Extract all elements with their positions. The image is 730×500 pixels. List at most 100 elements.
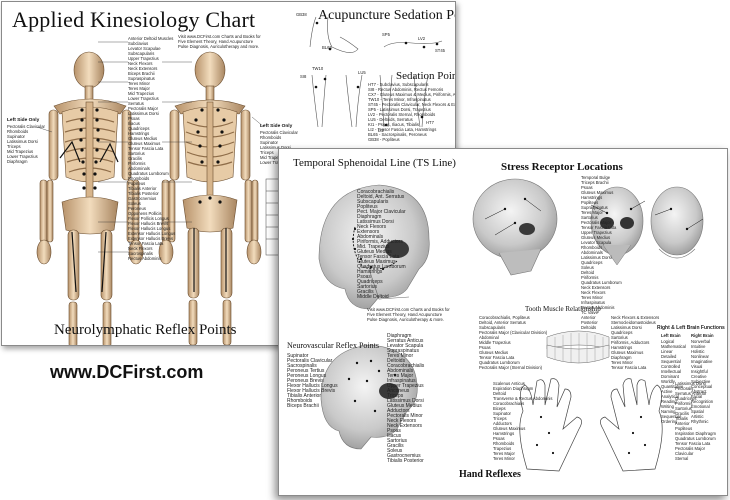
left-muscle-item: Triceps	[7, 144, 21, 149]
left-brain-item: Sequential	[661, 359, 681, 364]
hand-label-item: Popliteus	[675, 426, 693, 431]
right-brain-item: Conceptual	[691, 384, 713, 389]
center-muscle-item: Supraspinatus	[128, 76, 155, 81]
hand-label-item: Gluteus Maximus	[493, 426, 526, 431]
tooth-label-item: Diaphragm	[611, 355, 632, 360]
ts-label-item: Quadratus Lumborum	[357, 264, 406, 270]
feet-and-legs-outline	[309, 16, 443, 128]
stress-label-item: Gluteus Medius	[581, 235, 611, 240]
nv-label-item: Peroneus Longus	[287, 373, 327, 379]
center-muscle-item: Opponens Pollicis	[128, 211, 162, 216]
hand-label-item: Sternal	[675, 456, 689, 461]
left-brain-item: Linear	[661, 349, 673, 354]
tooth-label-item: Tensor Fascia Lata	[611, 365, 647, 370]
sedation-line-item: LV2 - Pectoralis Sternal, Rhomboids	[368, 112, 436, 117]
visit-note-line-2: Five Element Theory, Hand Acupuncture	[178, 39, 254, 44]
right-muscle-item: Supinator	[260, 140, 278, 145]
nv-label-item: Infraspinatus	[387, 378, 416, 384]
nv-label-item: Upper Trapezius	[387, 383, 424, 389]
tooth-label-item: Psoas	[479, 345, 491, 350]
nv-label-item: Biceps Brachii	[287, 403, 319, 409]
left-side-only-label: Left Side Only	[7, 118, 40, 123]
hand-label-item: Gracilis	[675, 411, 689, 416]
left-muscle-item: Mid Trapezius	[7, 149, 34, 154]
front-visit-note-line-3: Pulse Diagnosis, Auriculotherapy & more.	[367, 317, 445, 322]
point-label-sp5: SP5	[382, 32, 390, 37]
stress-label-item: Quadratus Lumborum	[581, 280, 622, 285]
sedation-line-item: GB38 - Popliteus	[368, 137, 400, 142]
stress-label-item: Rectus Abdominis	[581, 305, 615, 310]
nv-label-item: Gastrocnemius	[387, 453, 421, 459]
left-brain-item: Ordering	[661, 419, 678, 424]
reflex-points	[79, 108, 226, 204]
sedation-line-item: CX7 - Gluteus Maximus & Medius, Piriform…	[368, 92, 456, 97]
stress-label-item: Supraspinatus	[581, 205, 608, 210]
center-muscle-item: Gastrocnemius	[128, 196, 157, 201]
right-brain-item: Creative	[691, 374, 707, 379]
tooth-label-item: Gluteus Maximus	[611, 350, 644, 355]
sedation-line-item: BL65 - Sacrospinalis, Peroneus	[368, 132, 427, 137]
right-brain-item: Artistic	[691, 414, 704, 419]
center-muscle-item: Latissimus Dorsi	[128, 111, 159, 116]
left-brain-item: Intellectual	[661, 369, 682, 374]
right-brain-item: Visual	[691, 364, 703, 369]
left-muscle-item: Rhomboids	[7, 129, 29, 134]
tooth-label-item: Quadriceps	[611, 330, 633, 335]
sedation-points-title: Sedation Points	[396, 70, 455, 82]
left-muscle-item: Supinator	[7, 134, 25, 139]
right-side-only-label: Left Side Only	[260, 124, 293, 129]
tooth-label-item: Neck Flexors & Extensors	[611, 315, 660, 320]
ts-line-title: Temporal Sphenoidal Line (TS Line)	[293, 157, 456, 169]
left-brain-heading: Left Brain	[661, 333, 681, 338]
sedation-line-item: HT7 - Subclavius, Subscapularis	[368, 82, 429, 87]
hand-right	[600, 378, 663, 472]
right-brain-item: Subjective	[691, 379, 711, 384]
sedation-line-item: ST45 - Pectoralis Clavicular, Neck Flexo…	[368, 102, 456, 107]
point-label-si8: SI8	[300, 74, 307, 79]
center-muscle-item: Gracilis	[128, 156, 142, 161]
left-brain-item: Detailed	[661, 354, 677, 359]
hand-label-item: Coracobrachialis	[493, 401, 525, 406]
ts-label-item: Latissimus Dorsi	[357, 219, 394, 225]
visit-note-line-3: Pulse Diagnosis, Auriculotherapy and mor…	[178, 44, 260, 49]
center-muscle-item: Soleus	[128, 201, 141, 206]
ts-label-item: Mid. Trapezius	[357, 244, 390, 250]
point-label-ht7: HT7	[426, 120, 434, 125]
ts-label-item: Gluteus Maximus	[357, 259, 396, 265]
stress-label-item: Soleus	[581, 265, 594, 270]
point-label-bl65: BL65	[322, 45, 332, 50]
nv-label-item: Neck Flexors	[387, 418, 417, 424]
sedation-line-item: TW10 - Teres Minor, Infraspinatus	[368, 97, 431, 102]
chart-title: Applied Kinesiology Chart	[12, 7, 256, 32]
center-muscle-item: Levator Scapulae	[128, 46, 161, 51]
stress-skull-anterior	[590, 186, 644, 266]
stress-label-item: Pectoralis Major	[581, 220, 612, 225]
stress-label-item: Teres Major	[581, 210, 603, 215]
stress-label-item: Quadriceps	[581, 260, 603, 265]
stress-label-item: Deltoids	[581, 325, 597, 330]
right-brain-item: Spatial	[691, 409, 704, 414]
stress-label-item: Triceps Brachii	[581, 180, 609, 185]
stress-label-item: Neck Extensors	[581, 285, 611, 290]
tooth-label-item: Quadratus Lumborum	[479, 360, 520, 365]
skeleton-back-view	[36, 51, 144, 345]
stress-label-item: Deltoid	[581, 270, 595, 275]
right-brain-item: Nonlinear	[691, 354, 709, 359]
stress-label-item: Latissimus Dorsi	[581, 255, 612, 260]
stress-label-item: Rhomboids	[581, 245, 603, 250]
website-url[interactable]: www.DCFirst.com	[50, 362, 204, 382]
center-muscle-item: Tensor Fascia Lata	[128, 241, 164, 246]
right-brain-item: Facial	[691, 394, 703, 399]
nv-label-item: Latissimus Dorsi	[387, 398, 424, 404]
left-brain-item: Reading	[661, 399, 677, 404]
left-muscle-item: Latissimus Dorsi	[7, 139, 38, 144]
point-label-st45: ST45	[435, 48, 446, 53]
stress-label-item: Levator Scapula	[581, 240, 612, 245]
brain-functions-title: Right & Left Brain Functions	[657, 325, 725, 331]
left-muscle-item: Diaphragm	[7, 159, 28, 164]
hand-label-item: Expiration Diaphragm	[493, 386, 534, 391]
